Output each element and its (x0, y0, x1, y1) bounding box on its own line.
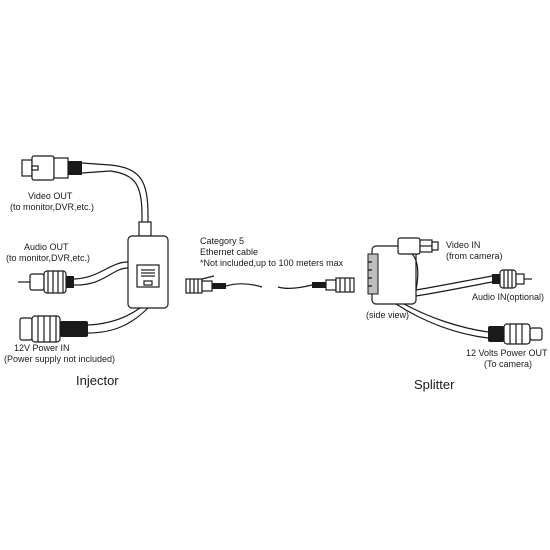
video-in-label: Video IN (446, 240, 480, 250)
splitter-assembly: Video IN (from camera) Audio IN(optional… (366, 237, 548, 392)
side-view-label: (side view) (366, 310, 409, 320)
audio-out-label: Audio OUT (24, 242, 69, 252)
power-in-sublabel: (Power supply not included) (4, 354, 115, 364)
rj45-plug-right-icon (312, 277, 355, 293)
splitter-box (371, 245, 417, 305)
power-in-label: 12V Power IN (14, 343, 70, 353)
audio-out-sublabel: (to monitor,DVR,etc.) (6, 253, 90, 263)
cable-note: *Not included,up to 100 meters max (200, 258, 344, 268)
cable-label: Category 5 (200, 236, 244, 246)
rca-connector-audio-in-icon (415, 269, 532, 297)
injector-assembly: Video OUT (to monitor,DVR,etc.) Audio OU… (4, 155, 169, 388)
audio-in-label: Audio IN(optional) (472, 292, 544, 302)
power-connector-out-icon (395, 303, 543, 345)
rca-connector-icon (18, 270, 74, 294)
video-out-label: Video OUT (28, 191, 73, 201)
bnc-connector-icon (21, 155, 111, 181)
power-out-sublabel: (To camera) (484, 359, 532, 369)
bnc-connector-video-in-icon (397, 237, 439, 255)
video-out-sublabel: (to monitor,DVR,etc.) (10, 202, 94, 212)
power-connector-icon (19, 315, 88, 343)
splitter-title: Splitter (414, 377, 455, 392)
video-in-sublabel: (from camera) (446, 251, 503, 261)
power-out-label: 12 Volts Power OUT (466, 348, 548, 358)
injector-title: Injector (76, 373, 119, 388)
rj45-plug-left-icon (185, 275, 226, 294)
cable-sublabel: Ethernet cable (200, 247, 258, 257)
ethernet-cable: Category 5 Ethernet cable *Not included,… (185, 236, 355, 294)
